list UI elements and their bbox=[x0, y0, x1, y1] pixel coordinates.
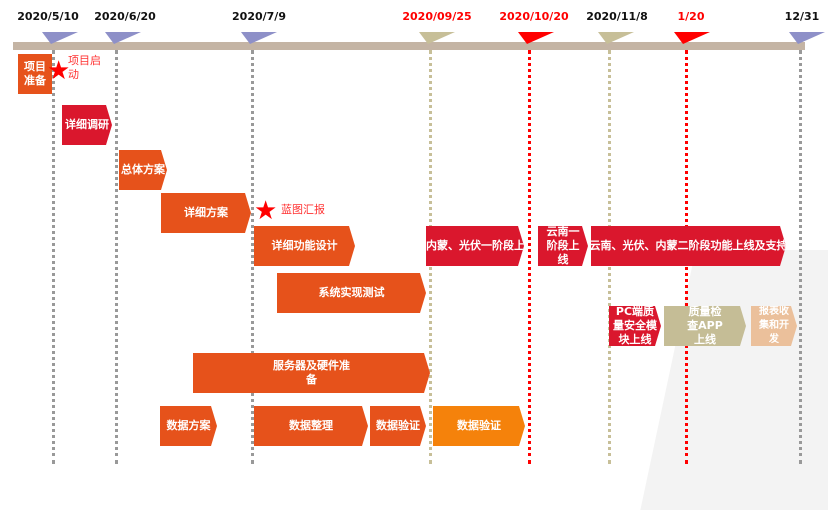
task-data-verify-1: 数据验证 bbox=[370, 406, 426, 446]
milestone-label: 2020/10/20 bbox=[499, 10, 569, 23]
task-pc-module: PC端质量安全模块上线 bbox=[609, 306, 661, 346]
milestone-label: 2020/09/25 bbox=[402, 10, 472, 23]
milestone-line bbox=[52, 50, 55, 464]
milestone-label: 1/20 bbox=[677, 10, 705, 23]
task-data-verify-2: 数据验证 bbox=[433, 406, 525, 446]
milestone-line bbox=[251, 50, 254, 464]
task-overall-plan: 总体方案 bbox=[119, 150, 167, 190]
task-app: 质量检查APP上线 bbox=[664, 306, 746, 346]
task-phase1-nm: 内蒙、光伏一阶段上线 bbox=[426, 226, 524, 266]
milestone-line bbox=[799, 50, 802, 464]
milestone-label: 2020/11/8 bbox=[586, 10, 648, 23]
milestone-label: 2020/7/9 bbox=[232, 10, 286, 23]
task-report: 报表收集和开发 bbox=[751, 306, 797, 346]
milestone-label: 2020/6/20 bbox=[94, 10, 156, 23]
task-phase1-yn: 云南一阶段上线 bbox=[538, 226, 588, 266]
milestone-label: 12/31 bbox=[784, 10, 820, 23]
task-detail-plan: 详细方案 bbox=[161, 193, 251, 233]
task-data-plan: 数据方案 bbox=[160, 406, 217, 446]
milestone-label: 2020/5/10 bbox=[17, 10, 79, 23]
star-icon: ★ bbox=[254, 196, 278, 226]
timeline-axis bbox=[13, 42, 805, 50]
milestone-line bbox=[528, 50, 531, 464]
milestone-line bbox=[115, 50, 118, 464]
task-func-design: 详细功能设计 bbox=[254, 226, 355, 266]
task-research: 详细调研 bbox=[62, 105, 112, 145]
task-sys-test: 系统实现测试 bbox=[277, 273, 426, 313]
task-data-clean: 数据整理 bbox=[254, 406, 368, 446]
task-phase2: 云南、光伏、内蒙二阶段功能上线及支持 bbox=[591, 226, 786, 266]
star-icon: ★ bbox=[47, 56, 71, 86]
task-prep: 项目准备 bbox=[18, 54, 52, 94]
blueprint-note: 蓝图汇报 bbox=[281, 203, 325, 216]
task-server: 服务器及硬件准备 bbox=[193, 353, 430, 393]
kickoff-note: 项目启动 bbox=[68, 54, 101, 81]
